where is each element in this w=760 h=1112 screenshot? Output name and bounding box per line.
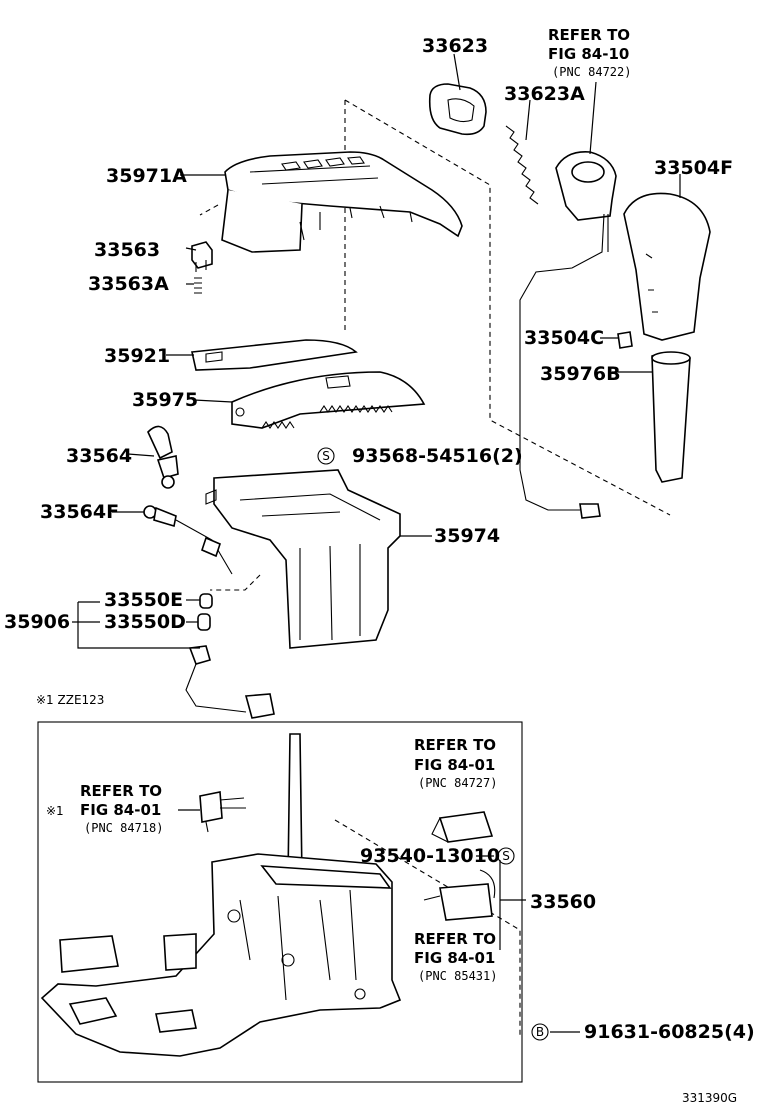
svg-text:REFER TO: REFER TO	[414, 736, 496, 754]
shift-knob-33504F	[623, 192, 711, 341]
svg-text:(PNC 85431): (PNC 85431)	[418, 969, 497, 983]
solenoid-85431	[423, 869, 496, 921]
label-33564F: 33564F	[40, 501, 119, 523]
label-93568: 93568-54516(2)	[352, 445, 523, 467]
bulb-33550D	[197, 613, 211, 631]
slide-plate-35921	[191, 339, 358, 371]
refer-left: REFER TO ※1 FIG 84-01 (PNC 84718)	[46, 782, 163, 835]
svg-text:(PNC 84718): (PNC 84718)	[84, 821, 163, 835]
refer-right-1: REFER TO FIG 84-01 (PNC 84727)	[414, 736, 497, 790]
knob-button-33623	[428, 83, 487, 136]
label-33504F: 33504F	[654, 157, 733, 179]
alignment-line-upper	[344, 99, 671, 516]
switch-84718	[199, 791, 246, 833]
bulb-33550E	[199, 593, 213, 609]
label-35975: 35975	[132, 389, 198, 411]
label-35906: 35906	[4, 611, 70, 633]
screw-33504C	[617, 331, 633, 349]
label-33564: 33564	[66, 445, 132, 467]
label-35921: 35921	[104, 345, 170, 367]
svg-text:FIG 84-01: FIG 84-01	[414, 756, 495, 774]
label-33504C: 33504C	[524, 327, 604, 349]
svg-text:B: B	[536, 1025, 544, 1039]
label-35974: 35974	[434, 525, 500, 547]
clip-33563	[191, 241, 213, 272]
socket-35906	[185, 645, 275, 719]
button-switch-assy	[519, 151, 617, 519]
svg-text:(PNC 84727): (PNC 84727)	[418, 776, 497, 790]
refer-right-2: REFER TO FIG 84-01 (PNC 85431)	[414, 930, 497, 983]
shift-lever-base-33560	[40, 733, 402, 1057]
svg-text:FIG 84-01: FIG 84-01	[80, 801, 161, 819]
socket-33564F	[143, 505, 233, 575]
bulb-33564	[147, 425, 179, 489]
housing-35974	[205, 469, 401, 649]
marker-s-upper: S	[317, 447, 335, 465]
svg-text:REFER TO: REFER TO	[548, 26, 630, 44]
marker-b: B	[531, 1023, 549, 1041]
svg-text:S: S	[322, 449, 330, 463]
alignment-line-clip	[199, 204, 219, 216]
label-33560: 33560	[530, 891, 596, 913]
svg-text:(PNC 84722): (PNC 84722)	[552, 65, 631, 79]
label-33563A: 33563A	[88, 273, 169, 295]
label-33550D: 33550D	[104, 611, 186, 633]
cover-35971A	[221, 151, 463, 253]
label-33550E: 33550E	[104, 589, 183, 611]
label-35976B: 35976B	[540, 363, 621, 385]
svg-text:REFER TO: REFER TO	[80, 782, 162, 800]
refer-top: REFER TO FIG 84-10 (PNC 84722)	[548, 26, 631, 79]
label-35971A: 35971A	[106, 165, 187, 187]
svg-text:REFER TO: REFER TO	[414, 930, 496, 948]
variant-note: ※1 ZZE123	[36, 693, 104, 707]
note-star-marker: ※1	[46, 804, 64, 818]
label-91631: 91631-60825(4)	[584, 1021, 755, 1043]
svg-text:S: S	[502, 849, 510, 863]
alignment-line-bulb	[210, 574, 261, 591]
sensor-84727	[431, 811, 494, 843]
spring-33563A	[194, 277, 202, 294]
label-33623: 33623	[422, 35, 488, 57]
label-33623A: 33623A	[504, 83, 585, 105]
spring-33623A	[505, 125, 539, 205]
figure-id: 331390G	[682, 1091, 737, 1105]
label-33563: 33563	[94, 239, 160, 261]
toothed-plate-35975	[231, 371, 426, 429]
leader-lines	[72, 53, 681, 1033]
label-93540: 93540-13010	[360, 845, 500, 867]
svg-text:FIG 84-10: FIG 84-10	[548, 45, 629, 63]
variant-box	[37, 721, 523, 1083]
svg-text:FIG 84-01: FIG 84-01	[414, 949, 495, 967]
shaft-cover-35976B	[651, 351, 691, 483]
marker-s-lower: S	[497, 847, 515, 865]
